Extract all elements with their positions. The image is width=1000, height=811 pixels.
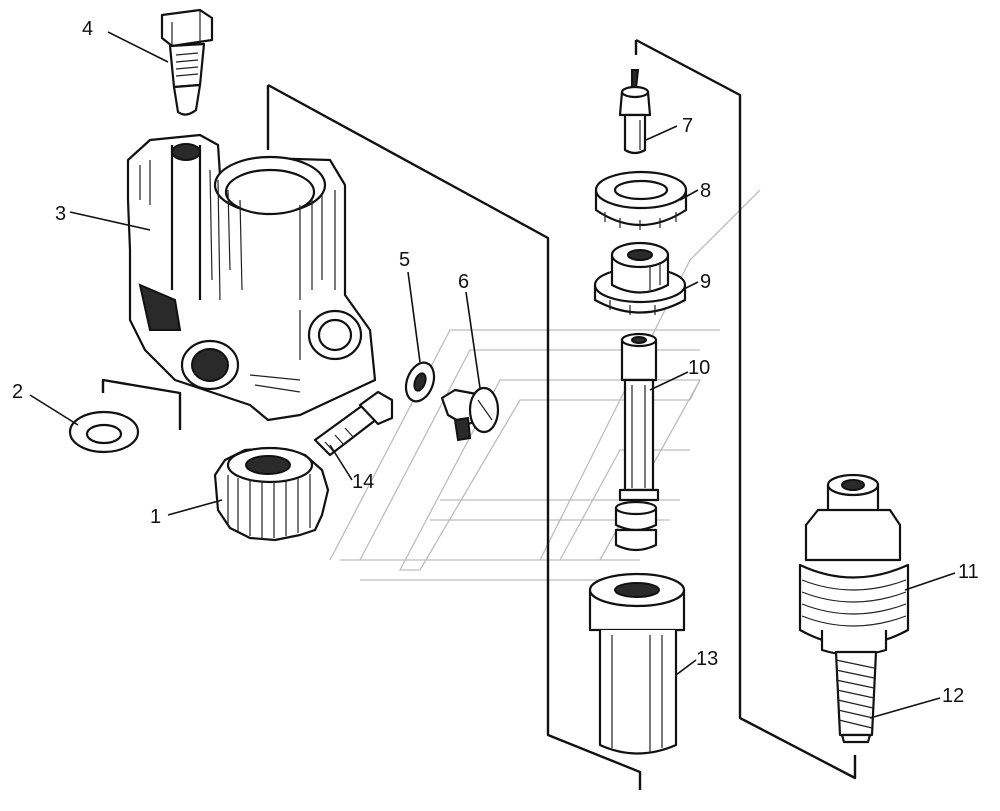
leader-line-14 <box>329 444 353 481</box>
leader-line-8 <box>679 189 699 201</box>
leader-line-2 <box>29 394 79 426</box>
needle-valve-icon <box>618 69 652 155</box>
callout-label-11: 11 <box>958 561 979 583</box>
leader-line-4 <box>107 31 169 63</box>
callout-label-13: 13 <box>696 648 718 670</box>
spring-icon <box>834 650 878 744</box>
bushing-icon <box>588 572 686 755</box>
hex-bolt-icon <box>160 8 214 116</box>
watermark-logo <box>329 189 761 581</box>
washer-icon <box>68 410 140 454</box>
callout-label-6: 6 <box>458 271 469 293</box>
callout-label-10: 10 <box>688 357 710 379</box>
leader-line-9 <box>681 281 699 291</box>
leader-line-5 <box>407 271 421 363</box>
callout-label-12: 12 <box>942 685 964 707</box>
washer-icon <box>404 361 436 403</box>
callout-labels: 4 3 2 1 14 5 6 7 8 9 10 13 11 12 <box>12 18 979 707</box>
leader-lines <box>29 31 956 719</box>
leader-line-7 <box>645 125 678 141</box>
valve-seat-icon <box>593 241 687 315</box>
plunger-icon <box>614 332 660 552</box>
callout-label-14: 14 <box>352 471 374 493</box>
slotted-plug-icon <box>440 386 500 442</box>
callout-label-2: 2 <box>12 381 23 403</box>
callout-label-9: 9 <box>700 271 711 293</box>
assembly-frame-right <box>634 38 857 780</box>
leader-line-3 <box>69 211 151 231</box>
assembly-frame-left <box>101 83 642 790</box>
callout-label-3: 3 <box>55 203 66 225</box>
pump-housing-icon <box>126 133 377 422</box>
leader-line-6 <box>465 291 481 389</box>
callout-label-7: 7 <box>682 115 693 137</box>
callout-label-4: 4 <box>82 18 93 40</box>
threaded-fitting-icon <box>798 473 910 657</box>
spur-gear-icon <box>213 446 330 542</box>
ring-icon <box>594 170 688 230</box>
leader-line-1 <box>167 499 223 516</box>
leader-line-12 <box>869 697 941 719</box>
leader-line-11 <box>904 572 956 591</box>
stud-pin-icon <box>313 390 394 457</box>
leader-line-10 <box>649 371 689 391</box>
callout-label-1: 1 <box>150 506 161 528</box>
leader-line-13 <box>675 659 697 676</box>
callout-label-8: 8 <box>700 180 711 202</box>
callout-label-5: 5 <box>399 249 410 271</box>
